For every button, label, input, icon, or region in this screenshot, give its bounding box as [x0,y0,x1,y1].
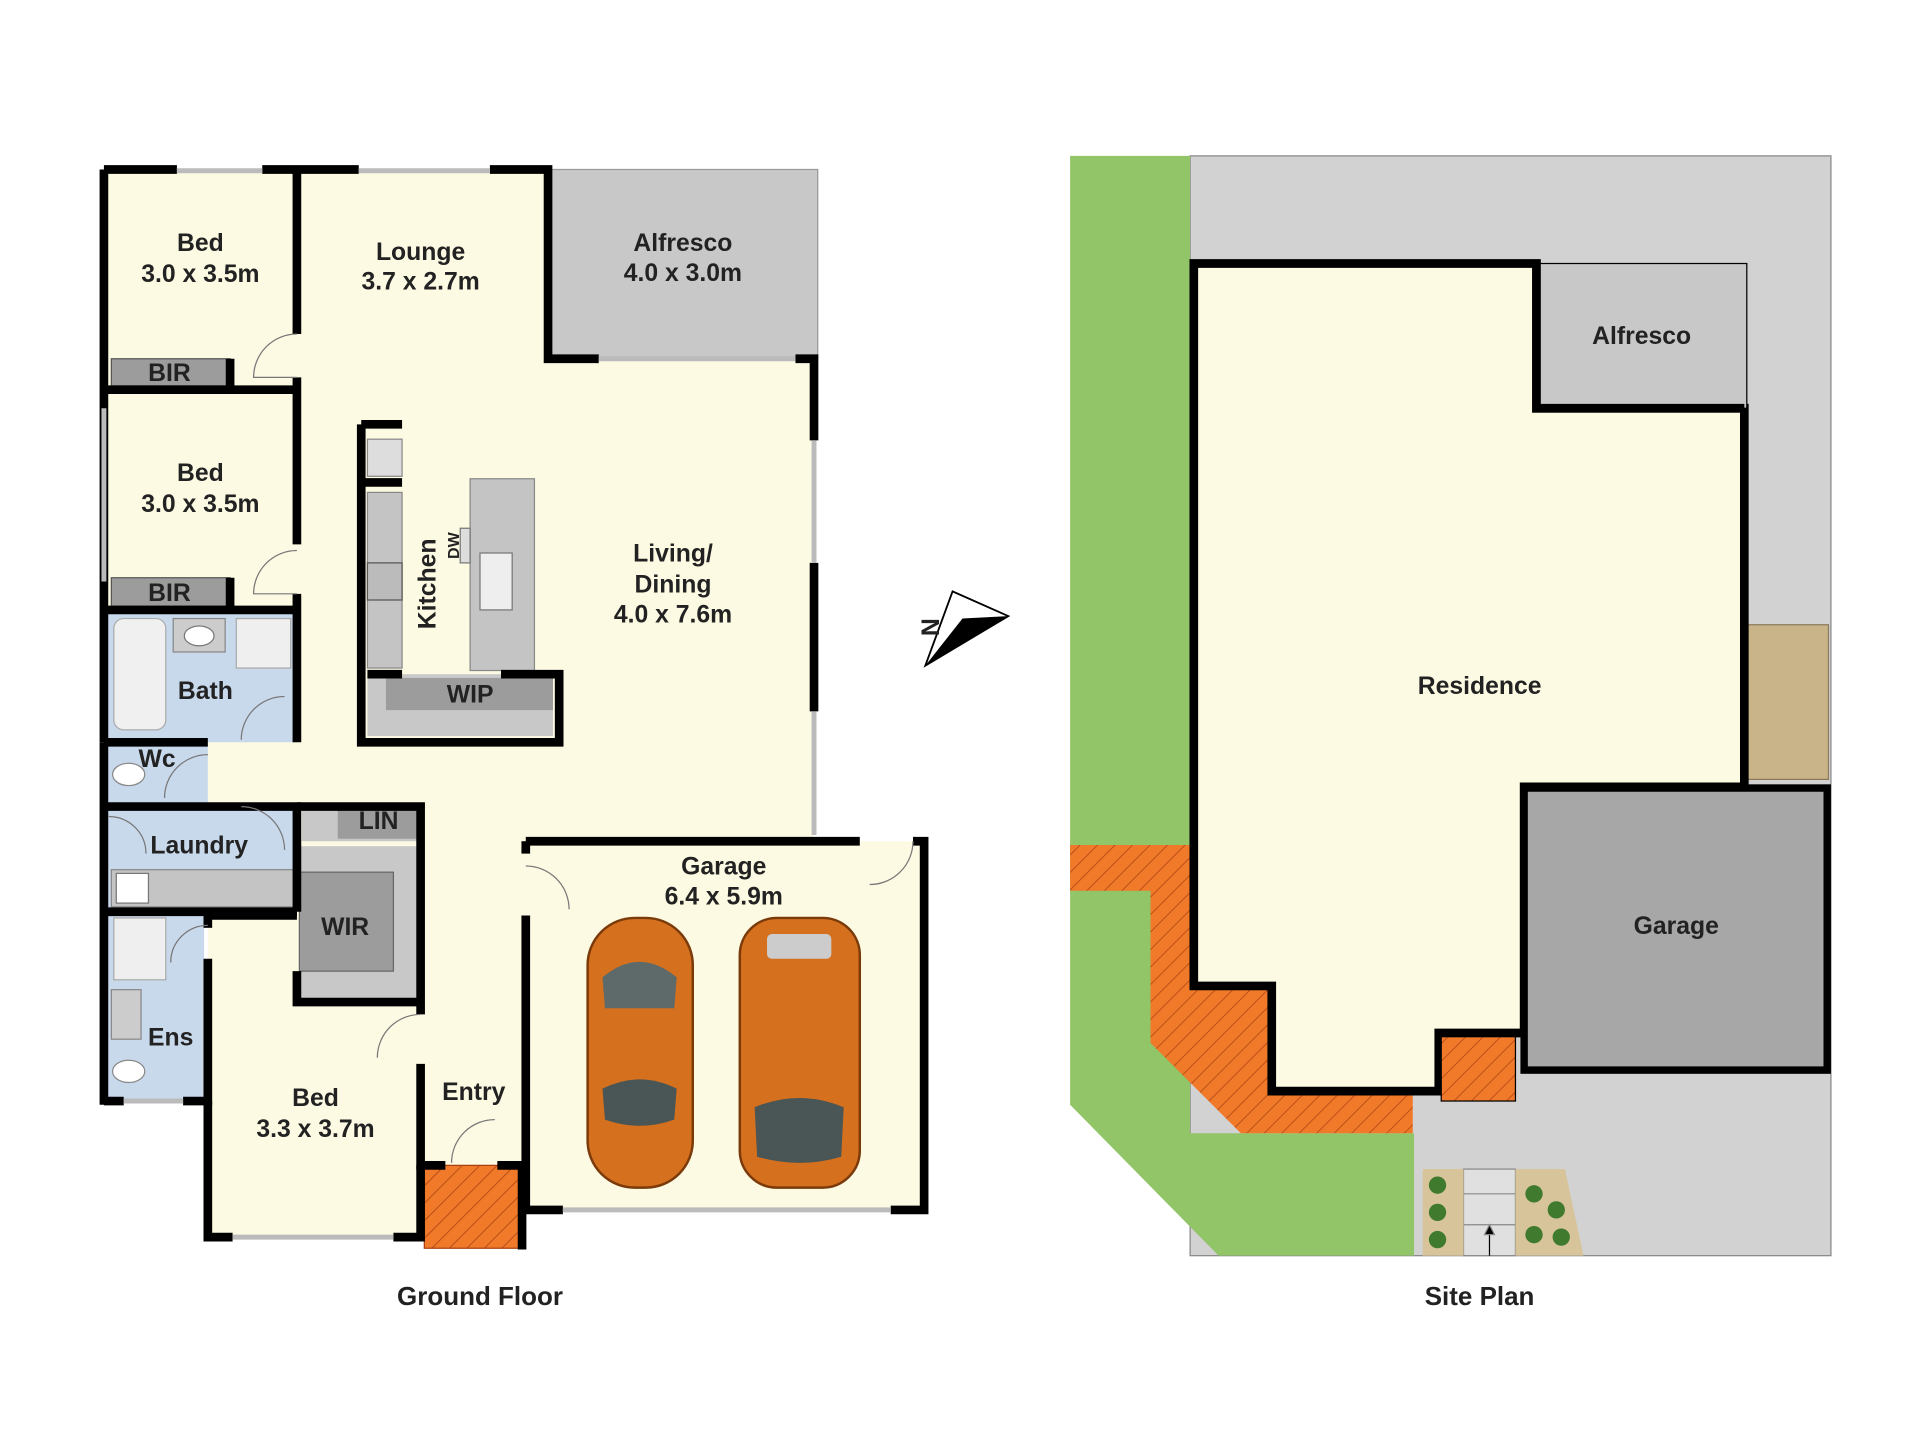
laundry-label: Laundry [150,833,248,860]
cooktop-icon [366,562,403,601]
ens-basin-icon [110,989,142,1040]
shower-icon [235,617,292,669]
entry-porch [423,1164,523,1249]
compass-north-label: N [916,618,943,636]
living-label-2: Dining [635,572,712,599]
bir2-label: BIR [148,580,191,607]
ens-toilet-icon [111,1059,146,1084]
living-size: 4.0 x 7.6m [614,601,732,628]
lin-label: LIN [359,808,399,835]
bed3-label: Bed [292,1085,339,1112]
ens-shower-icon [113,917,167,981]
alfresco-area [547,168,819,360]
ens-label: Ens [148,1024,193,1051]
wir-shelf [298,871,395,972]
bir1-area [110,358,231,387]
walls [99,165,929,1250]
site-garage [1520,784,1831,1074]
garden-bed [1746,624,1830,780]
dw-label: DW [445,531,463,559]
bed3-size: 3.3 x 3.7m [256,1116,374,1143]
car-icon [738,916,862,1189]
alfresco-label: Alfresco [633,230,732,257]
dishwasher-icon [459,527,471,564]
sink-icon [479,552,513,611]
bathtub-icon [113,617,167,731]
wip-shelf [385,677,553,711]
garage-label: Garage [681,854,766,881]
north-compass-icon: N [916,590,1011,668]
lin-shelf [337,806,417,839]
windows [101,168,891,1240]
bed1-label: Bed [177,230,224,257]
ground-floor-plan: Bed 3.0 x 3.5m BIR Bed 3.0 x 3.5m BIR Lo… [99,165,1158,1311]
site-garage-label: Garage [1634,913,1719,940]
wc-label: Wc [139,746,176,773]
entry-label: Entry [442,1079,505,1106]
basin-bowl-icon [183,625,215,647]
toilet-icon [111,762,146,787]
site-porch [1440,1036,1517,1102]
bed1-size: 3.0 x 3.5m [141,261,259,288]
front-steps [1462,1168,1517,1257]
lounge-label: Lounge [376,239,465,266]
site-residence-label: Residence [1418,673,1542,700]
bed2-size: 3.0 x 3.5m [141,491,259,518]
bir2-area [110,577,231,607]
alfresco-size: 4.0 x 3.0m [624,260,742,287]
bath-label: Bath [178,678,233,705]
site-alfresco [1535,262,1748,409]
car-icon [586,916,695,1189]
site-plan-caption: Site Plan [1425,1281,1535,1311]
site-alfresco-label: Alfresco [1592,323,1691,350]
fridge-icon [366,438,403,477]
bed2-label: Bed [177,460,224,487]
wip-label: WIP [447,682,494,709]
plant-icons [1428,1176,1570,1249]
site-plan: Alfresco Residence Garage Site Plan [1070,155,1832,1311]
wir-label: WIR [321,914,369,941]
ground-floor-caption: Ground Floor [397,1281,563,1311]
alfresco-wall [1532,263,1745,413]
bir1-label: BIR [148,360,191,387]
living-label-1: Living/ [633,541,713,568]
garage-size: 6.4 x 5.9m [665,883,783,910]
lounge-size: 3.7 x 2.7m [361,268,479,295]
laundry-tub-icon [115,872,150,904]
kitchen-label: Kitchen [414,539,441,630]
